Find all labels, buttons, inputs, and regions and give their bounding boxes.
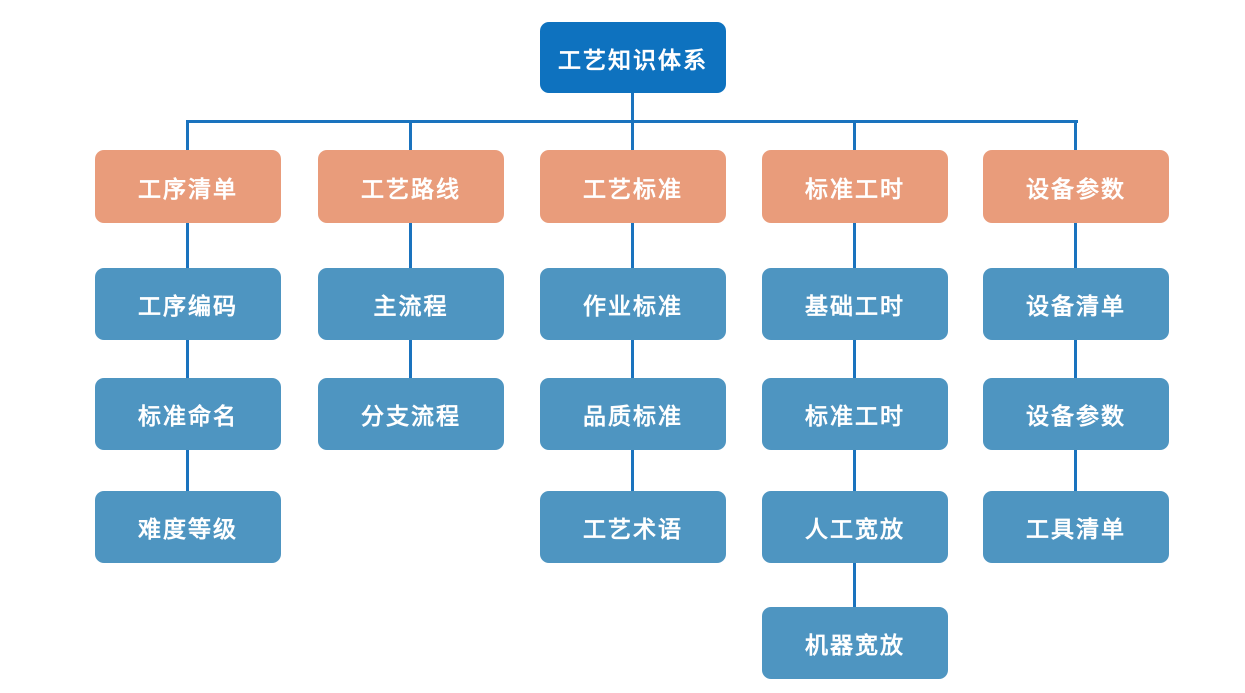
node-child-equipment-list: 设备清单: [983, 268, 1169, 340]
connector-col3-c: [853, 450, 856, 491]
connector-drop-branch-4: [1074, 120, 1077, 151]
node-child-process-terms: 工艺术语: [540, 491, 726, 563]
connector-col0-b: [186, 340, 189, 378]
connector-col1-b: [409, 340, 412, 378]
node-child-process-code: 工序编码: [95, 268, 281, 340]
node-child-machine-allowance: 机器宽放: [762, 607, 948, 679]
node-child-basic-hours: 基础工时: [762, 268, 948, 340]
node-child-equipment-params: 设备参数: [983, 378, 1169, 450]
connector-drop-branch-2: [631, 120, 634, 151]
node-branch-process-route: 工艺路线: [318, 150, 504, 223]
node-child-standard-naming: 标准命名: [95, 378, 281, 450]
connector-col3-a: [853, 223, 856, 268]
node-root: 工艺知识体系: [540, 22, 726, 93]
node-child-main-flow: 主流程: [318, 268, 504, 340]
node-branch-standard-hours: 标准工时: [762, 150, 948, 223]
node-branch-process-standard: 工艺标准: [540, 150, 726, 223]
node-branch-equipment-params: 设备参数: [983, 150, 1169, 223]
connector-col2-b: [631, 340, 634, 378]
connector-col4-c: [1074, 450, 1077, 491]
node-child-manual-allowance: 人工宽放: [762, 491, 948, 563]
connector-drop-branch-1: [409, 120, 412, 151]
connector-col2-a: [631, 223, 634, 268]
connector-col4-a: [1074, 223, 1077, 268]
node-child-branch-flow: 分支流程: [318, 378, 504, 450]
connector-col3-d: [853, 563, 856, 607]
node-child-standard-hours: 标准工时: [762, 378, 948, 450]
node-child-operation-standard: 作业标准: [540, 268, 726, 340]
connector-col2-c: [631, 450, 634, 491]
node-child-quality-standard: 品质标准: [540, 378, 726, 450]
connector-drop-branch-3: [853, 120, 856, 151]
connector-col0-c: [186, 450, 189, 491]
connector-col0-a: [186, 223, 189, 268]
node-child-difficulty-level: 难度等级: [95, 491, 281, 563]
connector-col1-a: [409, 223, 412, 268]
connector-drop-branch-0: [186, 120, 189, 151]
connector-col4-b: [1074, 340, 1077, 378]
node-branch-process-list: 工序清单: [95, 150, 281, 223]
node-child-tool-list: 工具清单: [983, 491, 1169, 563]
connector-col3-b: [853, 340, 856, 378]
connector-root-drop: [631, 93, 634, 121]
